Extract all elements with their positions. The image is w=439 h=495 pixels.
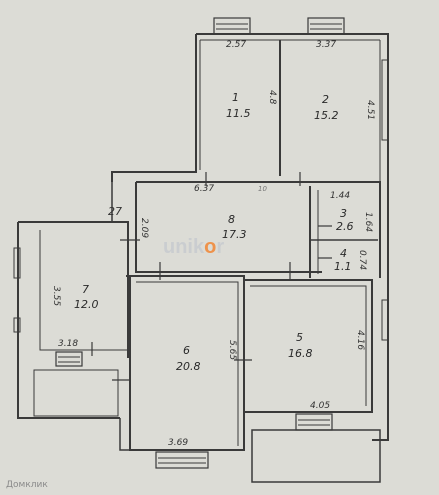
room-3-area: 2.6: [336, 220, 354, 233]
wall-hall: [135, 181, 381, 278]
dim-room7-height: 3.55: [51, 286, 61, 307]
room-7-area: 12.0: [74, 298, 99, 311]
room-4-area: 1.1: [334, 260, 352, 273]
dim-hall-width: 6.37: [194, 184, 215, 194]
room-6-area: 20.8: [176, 360, 201, 373]
dim-room2-height: 4.51: [365, 100, 375, 121]
logo-text-a: unik: [163, 236, 205, 258]
room-3-number: 3: [340, 207, 347, 220]
dim-room7-width: 3.18: [58, 339, 79, 349]
dim-room1-height: 4.8: [267, 90, 277, 105]
windows: [13, 17, 389, 469]
room-2-number: 2: [322, 93, 329, 106]
room-8-area: 17.3: [222, 228, 247, 241]
dim-corridor: 27: [108, 205, 122, 218]
dim-hall-small: 10: [258, 185, 267, 193]
room-1-number: 1: [232, 91, 239, 104]
room-6-number: 6: [183, 344, 190, 357]
dim-top-right: 3.37: [316, 40, 337, 50]
logo-text-b: r: [216, 236, 225, 258]
dim-room5-height: 4.16: [355, 330, 365, 351]
room-8-number: 8: [228, 213, 235, 226]
room-2-area: 15.2: [314, 109, 339, 122]
dim-hall-height: 2.09: [139, 218, 149, 239]
wall-room-6: [126, 275, 245, 451]
domclick-watermark: Домклик: [6, 480, 48, 490]
dim-room6-height: 5.65: [227, 340, 237, 361]
dim-room5-width: 4.05: [310, 401, 331, 411]
wall-room-5: [244, 279, 373, 413]
room-4-number: 4: [340, 247, 347, 260]
dim-top-left: 2.57: [226, 40, 247, 50]
room-5-number: 5: [296, 331, 303, 344]
logo-text-o: o: [204, 236, 217, 258]
dim-room6-width: 3.69: [168, 438, 189, 448]
wall-room-7: [17, 221, 129, 419]
room-1-area: 11.5: [226, 107, 251, 120]
room-7-number: 7: [82, 283, 89, 296]
dim-room3-height: 1.64: [363, 212, 373, 233]
dim-room4-height: 0.74: [357, 250, 367, 271]
dim-room3-width: 1.44: [330, 191, 351, 201]
room-5-area: 16.8: [288, 347, 313, 360]
unikor-logo: unikor: [163, 236, 224, 259]
